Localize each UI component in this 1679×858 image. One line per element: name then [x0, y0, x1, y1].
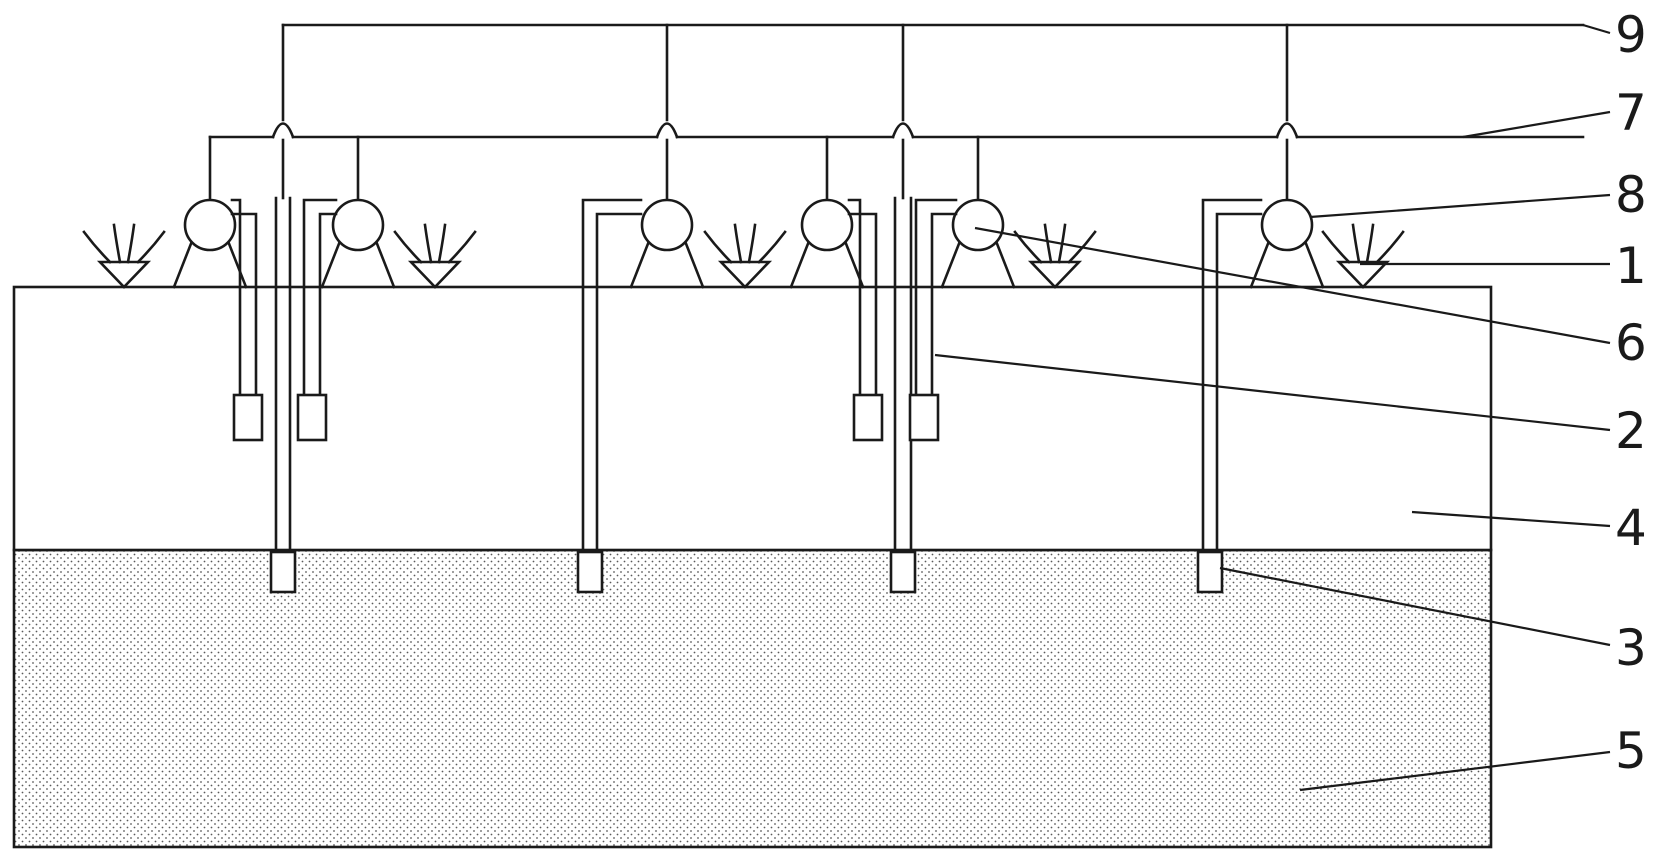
tube-tip: [852, 393, 884, 442]
tube-wall: [302, 198, 338, 397]
pump-3: [629, 198, 705, 289]
pump-2: [320, 198, 396, 289]
bent-deep-tube-2: [1196, 198, 1263, 594]
callout-8: 8: [1615, 166, 1647, 224]
pump-leg: [224, 234, 248, 289]
lower-layer-5: [12, 548, 1493, 849]
pump-leg: [172, 234, 196, 289]
pump-circle: [331, 198, 385, 252]
pump-circle: [640, 198, 694, 252]
plant-leaf: [1351, 223, 1361, 264]
tube-wall: [1201, 198, 1263, 554]
pump-leg: [940, 234, 964, 289]
shallow-tube-3: [847, 198, 884, 442]
plant-leaf: [112, 223, 122, 264]
plant-leaf: [757, 230, 787, 264]
plant-leaf: [733, 223, 743, 264]
tube-tip: [889, 550, 917, 594]
pump-1: [172, 198, 248, 289]
plant-cone: [717, 260, 773, 289]
pump-leg: [629, 234, 653, 289]
plant-cone: [96, 260, 152, 289]
pump-circle: [1260, 198, 1314, 252]
tube-tip: [232, 393, 264, 442]
plant-leaf: [437, 223, 447, 264]
plant-leaf: [1365, 223, 1375, 264]
plant-3: [703, 223, 787, 289]
pump-leg: [1301, 234, 1325, 289]
callout-5: 5: [1615, 722, 1647, 780]
tube-wall: [318, 212, 338, 397]
tubes-2-3: [230, 196, 1263, 594]
plant-cone: [1027, 260, 1083, 289]
callout-3: 3: [1615, 619, 1647, 677]
pumps-8: [172, 198, 1325, 289]
plant-leaf: [703, 230, 733, 264]
tube-wall: [230, 212, 258, 397]
tube-wall: [930, 212, 958, 397]
plant-leaf: [747, 223, 757, 264]
plant-cone: [1335, 260, 1391, 289]
plant-2: [393, 223, 477, 289]
pump-leg: [320, 234, 344, 289]
leader-lines: [934, 23, 1611, 792]
plant-5: [1321, 223, 1405, 289]
callout-6: 6: [1615, 314, 1647, 372]
tube-wall: [1215, 212, 1263, 554]
pump-leg: [789, 234, 813, 289]
callout-4: 4: [1615, 499, 1647, 557]
plant-leaf: [82, 230, 112, 264]
pump-circle: [183, 198, 237, 252]
tube-tip: [296, 393, 328, 442]
tube-tip: [908, 393, 940, 442]
tube-wall: [847, 212, 878, 397]
pump-circle: [951, 198, 1005, 252]
pump-circle: [800, 198, 854, 252]
tube-wall: [914, 198, 958, 397]
pump-5: [940, 198, 1016, 289]
plant-leaf: [447, 230, 477, 264]
callout-1: 1: [1615, 237, 1647, 295]
branch-line-7: [208, 135, 1585, 207]
plant-cone: [407, 260, 463, 289]
plant-leaf: [1043, 223, 1053, 264]
plant-leaf: [1321, 230, 1351, 264]
main-line-9: [271, 23, 1585, 200]
plant-leaf: [1375, 230, 1405, 264]
callout-9: 9: [1615, 6, 1647, 64]
deep-tube-1: [269, 196, 297, 594]
tube-tip: [1196, 550, 1224, 594]
callout-2: 2: [1615, 402, 1647, 460]
callout-7: 7: [1615, 84, 1647, 142]
pump-leg: [992, 234, 1016, 289]
shallow-tube-4: [908, 198, 958, 442]
tube-tip: [269, 550, 297, 594]
plant-4: [1013, 223, 1097, 289]
bent-deep-tube-1: [576, 198, 643, 594]
plant-leaf: [423, 223, 433, 264]
tube-wall: [230, 198, 242, 397]
pump-leg: [372, 234, 396, 289]
tube-wall: [847, 198, 862, 397]
plant-leaf: [136, 230, 166, 264]
callout-labels: 9 7 8 1 6 2 4 3 5: [1615, 6, 1647, 780]
tube-tip: [576, 550, 604, 594]
deep-tube-2: [889, 196, 917, 594]
plants-1: [82, 223, 1405, 289]
plant-1: [82, 223, 166, 289]
plant-leaf: [126, 223, 136, 264]
tube-wall: [595, 212, 643, 554]
plant-leaf: [1057, 223, 1067, 264]
tube-wall: [581, 198, 643, 554]
plant-leaf: [393, 230, 423, 264]
shallow-tube-1: [230, 198, 264, 442]
shallow-tube-2: [296, 198, 338, 442]
pump-leg: [681, 234, 705, 289]
